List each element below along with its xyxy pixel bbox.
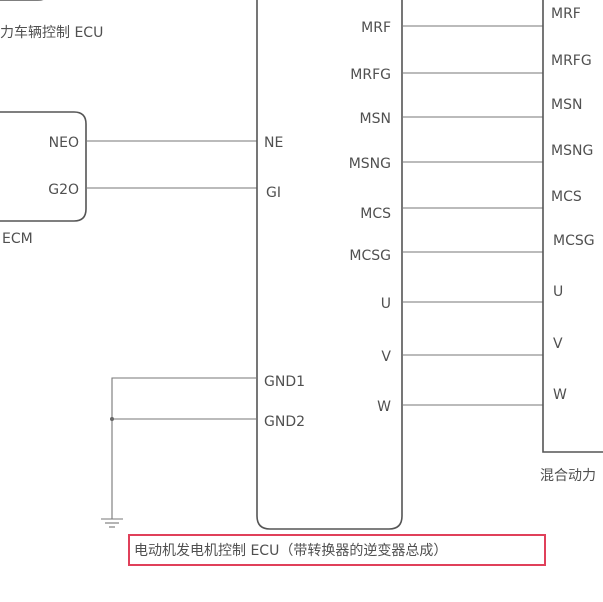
- mg-ecu-pin-ne: NE: [264, 135, 283, 151]
- transaxle-pin-w: W: [553, 387, 567, 403]
- ecm-pin-g2o: G2O: [48, 182, 79, 198]
- ground-junction: [110, 417, 114, 421]
- mg-ecu-box: [256, 0, 403, 530]
- mg-ecu-pin-gi: GI: [266, 185, 281, 201]
- transaxle-pin-mcs: MCS: [551, 189, 582, 205]
- transaxle-pin-v: V: [553, 336, 563, 352]
- hybrid-transaxle-box: [542, 0, 603, 453]
- ecm-box: [0, 111, 87, 222]
- ecm-pin-neo: NEO: [49, 135, 79, 151]
- ecm-caption: ECM: [2, 231, 33, 247]
- mg-ecu-pin-w: W: [377, 399, 391, 415]
- ground-icon: [101, 518, 123, 528]
- mg-ecu-pin-msn: MSN: [360, 111, 391, 127]
- mg-ecu-pin-mrfg: MRFG: [350, 67, 391, 83]
- transaxle-pin-mrf: MRF: [551, 6, 581, 22]
- mg-ecu-pin-u: U: [381, 296, 391, 312]
- mg-ecu-pin-gnd2: GND2: [264, 414, 305, 430]
- mg-ecu-pin-msng: MSNG: [349, 156, 391, 172]
- transaxle-pin-msng: MSNG: [551, 143, 593, 159]
- title-highlight-frame: [128, 534, 546, 566]
- transaxle-pin-mcsg: MCSG: [553, 233, 595, 249]
- mg-ecu-pin-gnd1: GND1: [264, 374, 305, 390]
- mg-ecu-pin-mcs: MCS: [360, 206, 391, 222]
- transaxle-pin-msn: MSN: [551, 97, 582, 113]
- mg-ecu-pin-mcsg: MCSG: [349, 248, 391, 264]
- mg-ecu-pin-v: V: [381, 349, 391, 365]
- mg-ecu-pin-mrf: MRF: [361, 20, 391, 36]
- transaxle-pin-mrfg: MRFG: [551, 53, 592, 69]
- transaxle-pin-u: U: [553, 284, 563, 300]
- hybrid-transaxle-caption: 混合动力: [540, 468, 596, 484]
- mg-ecu-title: 电动机发电机控制 ECU（带转换器的逆变器总成）: [134, 542, 447, 559]
- hybrid-vehicle-ecu-caption: 力车辆控制 ECU: [0, 24, 103, 41]
- wire-gnd1: [111, 377, 257, 519]
